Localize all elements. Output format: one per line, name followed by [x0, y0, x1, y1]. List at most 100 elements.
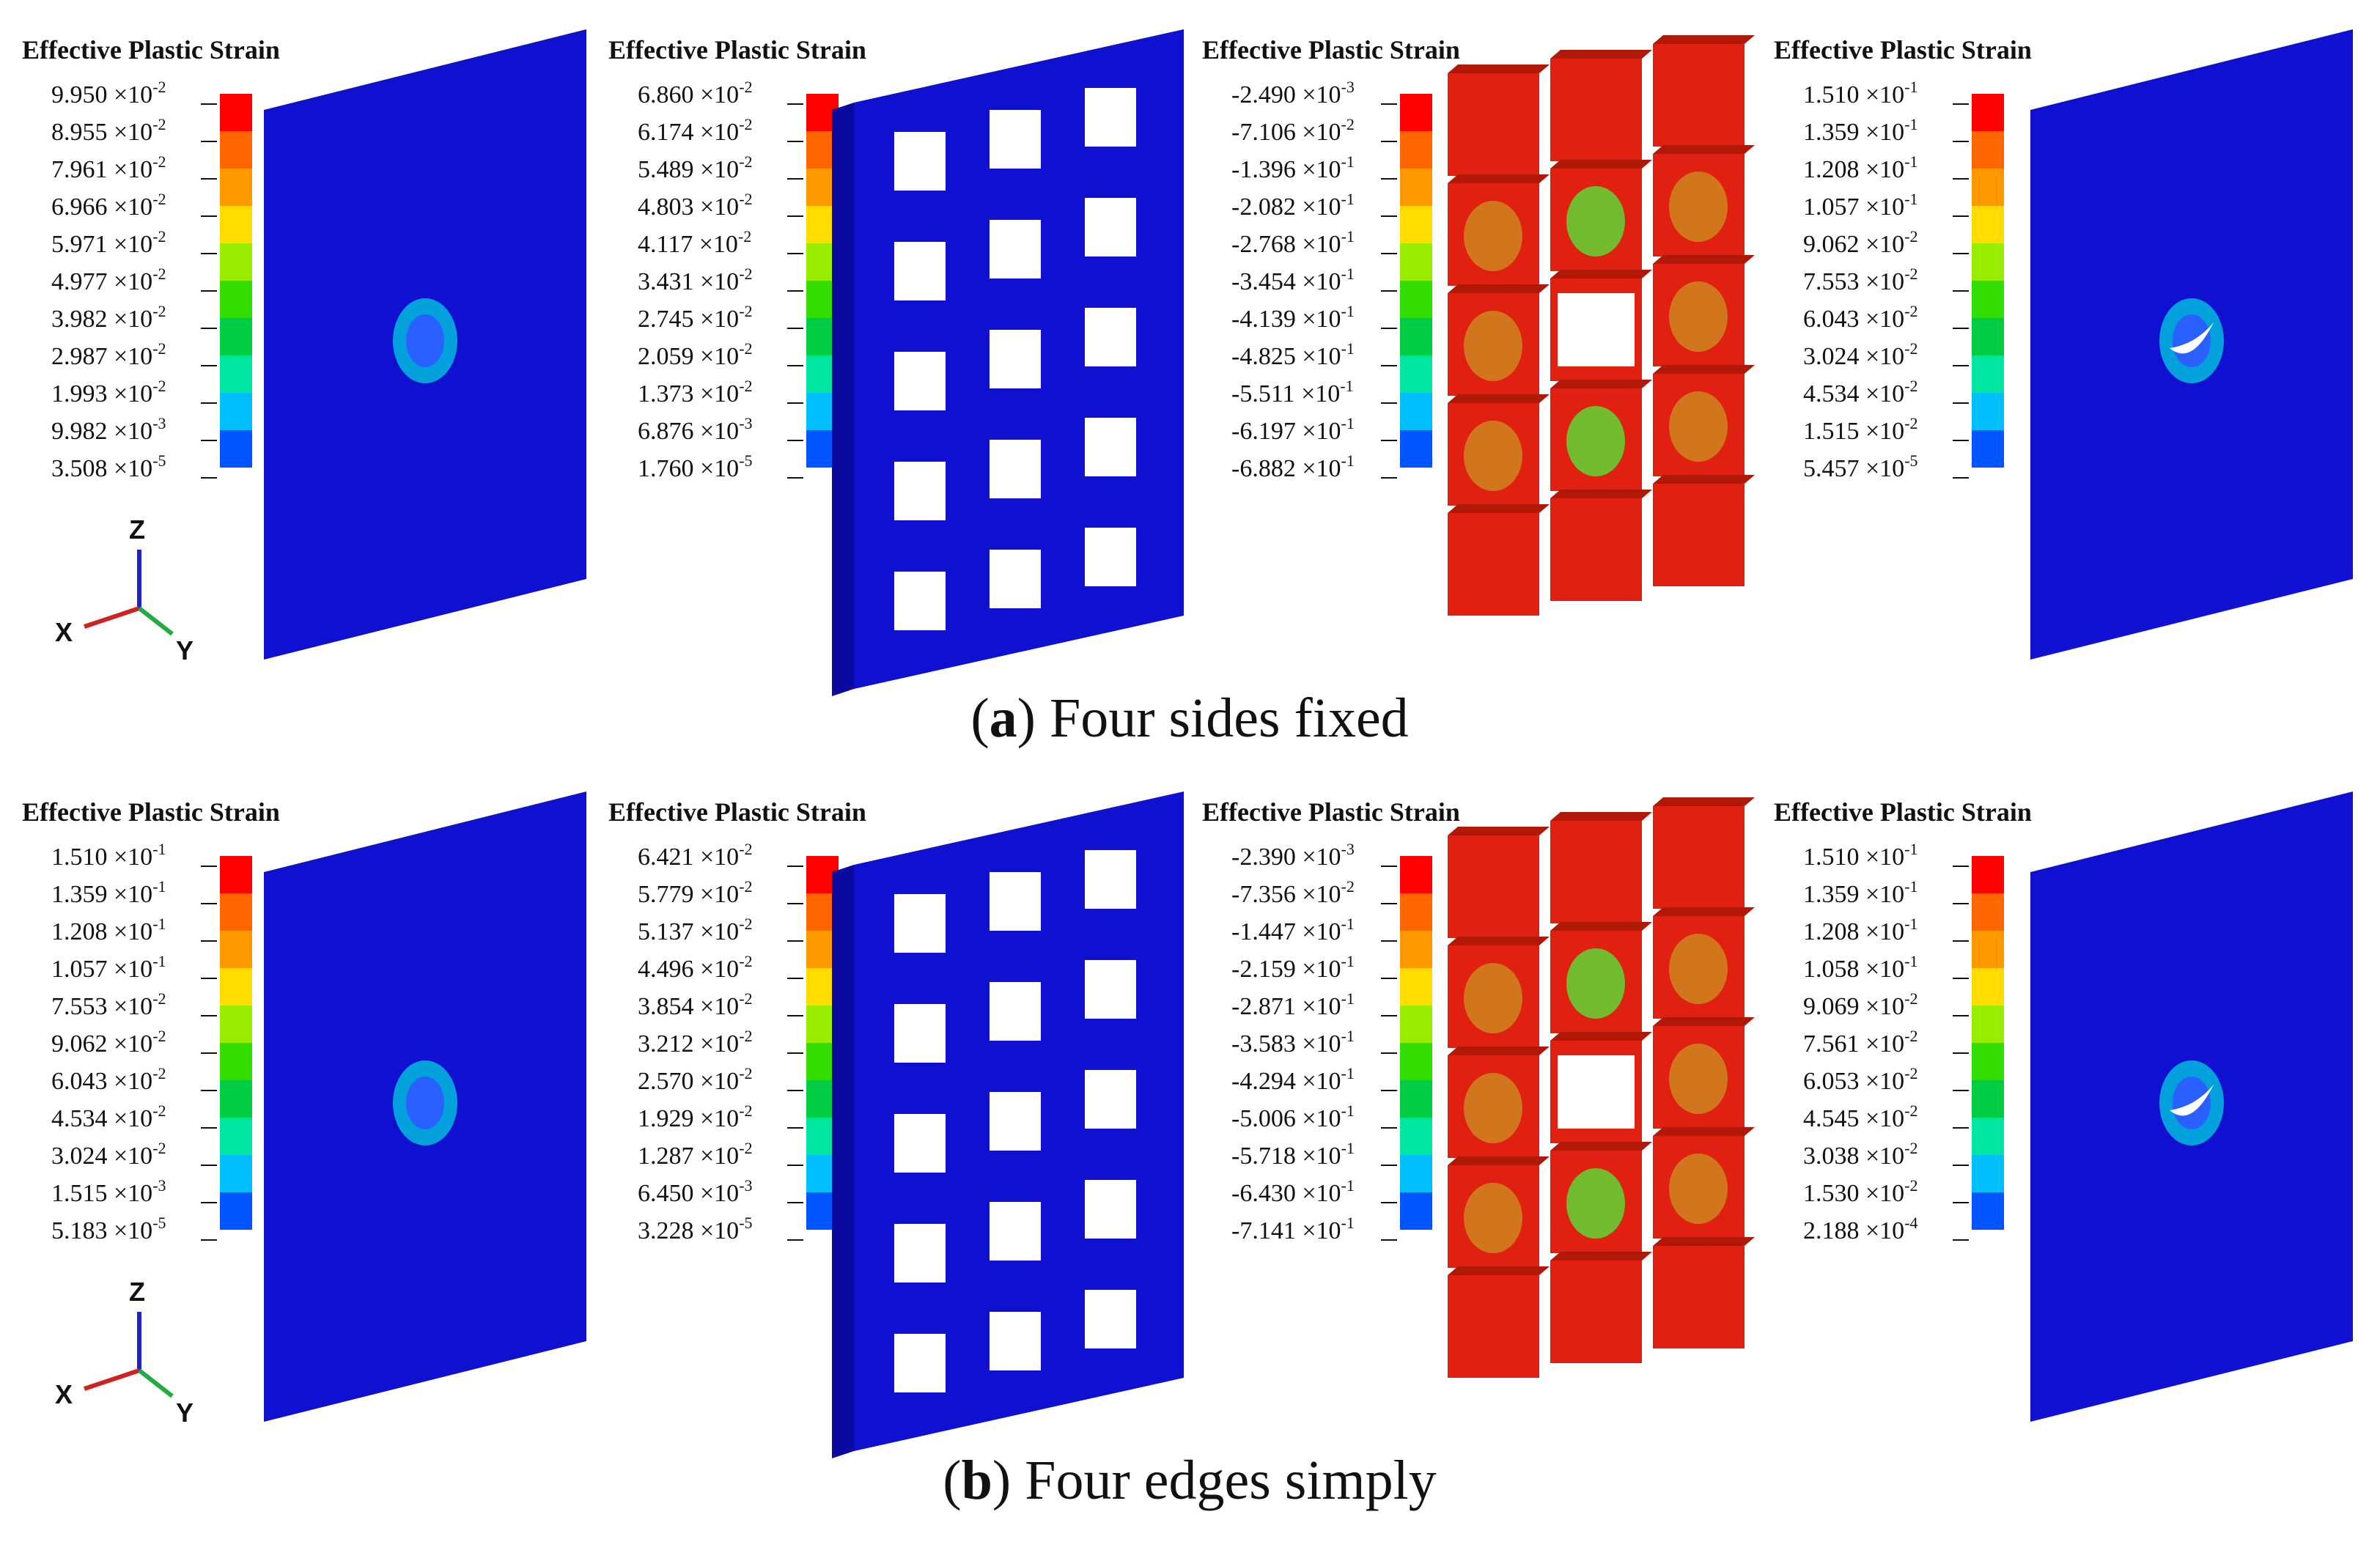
strain-patch	[1464, 311, 1522, 381]
exponent: -2	[739, 840, 752, 858]
frame-opening	[1085, 198, 1136, 257]
legend-tick-label: 6.043 ×10-2	[51, 1064, 166, 1095]
color-bar-segment	[1400, 968, 1432, 1005]
caption-paren: (	[943, 1450, 961, 1511]
legend-tick-label: 3.508 ×10-5	[51, 451, 166, 482]
color-bar-segment	[1972, 430, 2004, 468]
exponent: -2	[739, 115, 752, 133]
color-bar-segment	[220, 281, 252, 318]
exponent: -1	[152, 840, 166, 858]
legend-tick-label: 4.117 ×10-2	[638, 227, 751, 258]
color-bar-segment	[1972, 206, 2004, 243]
legend-title: Effective Plastic Strain	[1774, 35, 2032, 64]
legend-title: Effective Plastic Strain	[22, 797, 280, 827]
legend-tick-label: -7.106 ×10-2	[1231, 115, 1355, 146]
times-ten: ×10	[694, 956, 740, 983]
perforation	[2170, 1085, 2214, 1116]
legend-title: Effective Plastic Strain	[1774, 797, 2032, 827]
block-top	[1550, 1142, 1652, 1151]
strain-patch	[1464, 1073, 1522, 1143]
exponent: -1	[1341, 989, 1355, 1008]
exponent: -1	[1341, 1176, 1355, 1195]
strain-patch	[1669, 1044, 1728, 1114]
mantissa: 9.062	[1803, 231, 1860, 258]
mantissa: -5.718	[1231, 1143, 1296, 1170]
color-bar-segment	[1972, 243, 2004, 281]
times-ten: ×10	[1296, 1217, 1341, 1244]
times-ten: ×10	[1296, 268, 1341, 295]
legend-tick-label: 6.174 ×10-2	[638, 115, 753, 146]
mantissa: 1.058	[1803, 956, 1860, 983]
exponent: -2	[739, 302, 752, 320]
block-top	[1448, 504, 1550, 513]
legend-tick-label: 3.024 ×10-2	[51, 1139, 166, 1170]
legend-tick-label: 3.982 ×10-2	[51, 302, 166, 333]
exponent: -2	[739, 989, 752, 1008]
exponent: -2	[739, 152, 752, 171]
mantissa: -5.006	[1231, 1105, 1296, 1132]
legend-tick-label: -5.718 ×10-1	[1231, 1139, 1355, 1170]
legend-tick-label: -5.511 ×10-1	[1231, 377, 1354, 407]
legend-tick-label: 4.534 ×10-2	[51, 1101, 166, 1132]
mantissa: -5.511	[1231, 380, 1295, 407]
legend-tick-label: -1.396 ×10-1	[1231, 152, 1355, 183]
legend-tick-label: 1.057 ×10-1	[1803, 190, 1918, 221]
strain-patch	[1464, 963, 1522, 1033]
times-ten: ×10	[694, 418, 740, 445]
axis-y	[138, 1368, 174, 1398]
color-bar-segment	[1972, 893, 2004, 931]
mantissa: -4.825	[1231, 343, 1296, 370]
legend-tick-label: -3.454 ×10-1	[1231, 265, 1355, 295]
color-bar-segment	[1400, 856, 1432, 893]
color-bar-segment	[1972, 281, 2004, 318]
mantissa: 1.530	[1803, 1180, 1860, 1207]
mantissa: 2.570	[638, 1068, 694, 1095]
block-top	[1653, 365, 1755, 374]
times-ten: ×10	[694, 881, 740, 908]
strain-patch	[1566, 76, 1625, 147]
mantissa: 9.982	[51, 418, 108, 445]
strain-patch	[1464, 91, 1522, 161]
mantissa: 1.510	[1803, 81, 1860, 108]
exponent: -2	[152, 1139, 166, 1157]
mantissa: 1.515	[1803, 418, 1860, 445]
exponent: -2	[152, 190, 166, 208]
legend-tick-label: 1.208 ×10-1	[1803, 152, 1918, 183]
legend-tick-label: 6.450 ×10-3	[638, 1176, 753, 1207]
mantissa: 1.510	[51, 844, 108, 871]
times-ten: ×10	[1860, 1180, 1905, 1207]
color-bar-segment	[220, 1155, 252, 1192]
legend-tick-label: -4.825 ×10-1	[1231, 339, 1355, 370]
color-bar-segment	[220, 318, 252, 355]
exponent: -5	[739, 1214, 752, 1232]
legend-tick-label: 1.208 ×10-1	[1803, 915, 1918, 945]
exponent: -1	[1341, 1101, 1355, 1120]
exponent: -3	[152, 1176, 166, 1195]
mantissa: 6.860	[638, 81, 694, 108]
legend-tick-label: 2.570 ×10-2	[638, 1064, 753, 1095]
exponent: -2	[1904, 302, 1917, 320]
mantissa: 2.745	[638, 306, 694, 333]
legend-tick-label: 1.530 ×10-2	[1803, 1176, 1918, 1207]
legend-tick-label: -2.390 ×10-3	[1231, 840, 1355, 871]
legend-tick-label: 3.431 ×10-2	[638, 265, 753, 295]
caption: (a) Four sides fixed	[970, 687, 1408, 749]
exponent: -1	[1904, 78, 1917, 96]
mantissa: 7.553	[1803, 268, 1860, 295]
times-ten: ×10	[108, 1143, 153, 1170]
axis-y-label: Y	[176, 1398, 194, 1428]
color-bar-segment	[220, 968, 252, 1005]
strain-patch	[1669, 1154, 1728, 1224]
model-frame	[832, 791, 1184, 1458]
strain-patch	[1566, 1168, 1625, 1239]
times-ten: ×10	[1296, 231, 1341, 258]
legend-tick-label: 1.208 ×10-1	[51, 915, 166, 945]
axis-x	[84, 606, 140, 629]
frame-side	[832, 865, 854, 1458]
color-bar-segment	[1400, 893, 1432, 931]
times-ten: ×10	[108, 343, 153, 370]
caption-paren: )	[1017, 687, 1036, 749]
mantissa: 4.496	[638, 956, 694, 983]
frame-opening	[1085, 88, 1136, 147]
